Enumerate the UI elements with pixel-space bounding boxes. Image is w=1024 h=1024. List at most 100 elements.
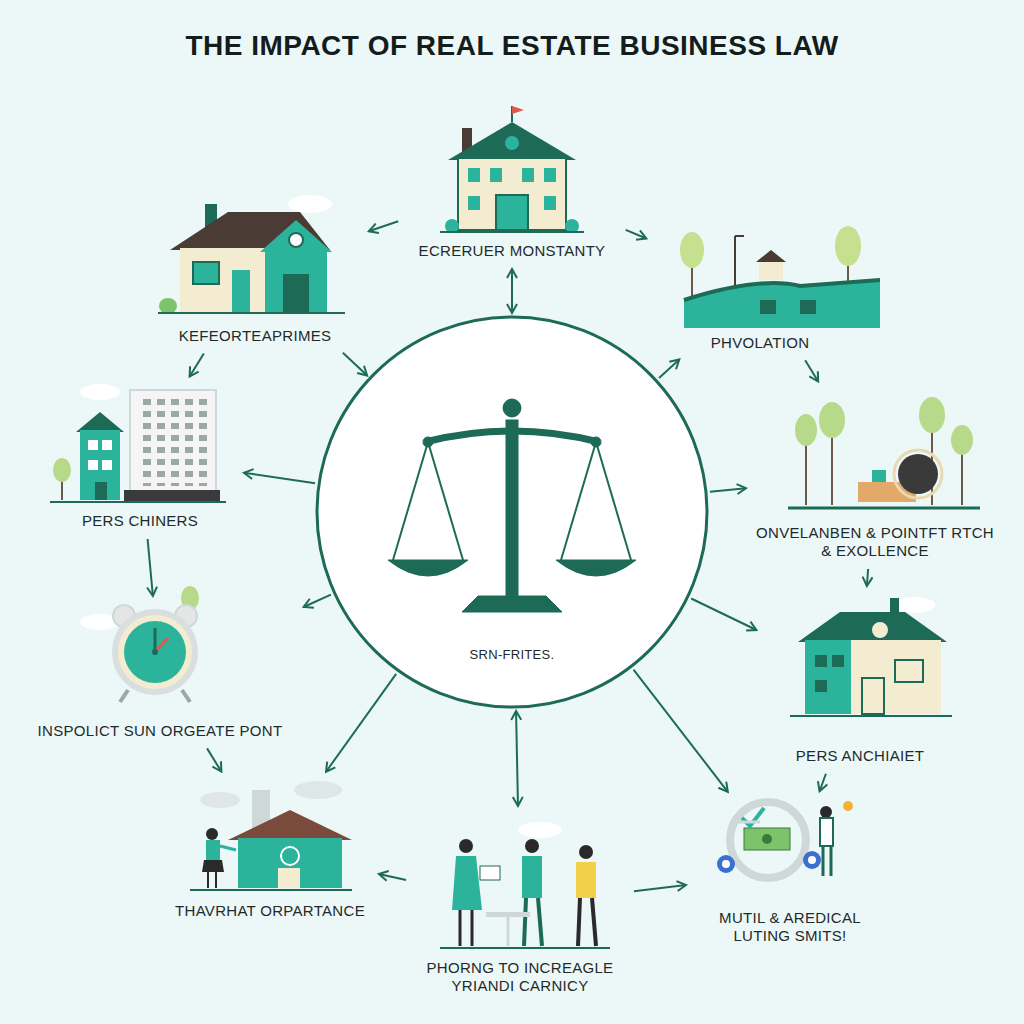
finance-icon-part: [722, 860, 730, 868]
flow-arrow: [207, 748, 221, 771]
city-buildings-part: [124, 490, 220, 502]
flow-arrow: [343, 353, 367, 376]
city-buildings-part: [50, 501, 226, 503]
flow-arrow: [805, 360, 818, 381]
inspection-house-part: [281, 847, 299, 865]
center-circle-node: SRN-FRITES.: [317, 317, 707, 707]
town-house-part: [798, 612, 947, 642]
node-label: MUTIL & AREDICAL LUTING SMITS!: [696, 909, 884, 947]
people-meeting-part: [576, 862, 596, 898]
city-buildings-part: [102, 460, 112, 470]
flow-arrow: [820, 774, 826, 791]
park-landscape-part: [800, 300, 816, 314]
topic-node: KEFEORTEAPRIMES: [145, 190, 365, 350]
park-landscape-part: [684, 280, 880, 328]
people-meeting-part: [459, 839, 473, 853]
city-buildings-part: [80, 430, 120, 500]
garden-desk-part: [919, 397, 945, 433]
flow-arrow: [659, 359, 679, 377]
node-label: ECRERUER MONSTANTY: [408, 242, 616, 261]
flow-arrow: [369, 221, 398, 231]
topic-node: PERS ANCHIAIET: [760, 590, 960, 770]
scales-icon-part: [393, 442, 428, 560]
family-house-part: [193, 262, 219, 284]
flow-arrow: [691, 599, 756, 630]
garden-desk-part: [894, 450, 942, 498]
city-buildings-part: [138, 398, 208, 486]
finance-icon-part: [820, 818, 833, 846]
node-label: PERS CHINERS: [46, 512, 234, 531]
school-house: [440, 106, 584, 233]
node-label: PHVOLATION: [656, 334, 864, 353]
family-house-part: [283, 274, 309, 312]
people-meeting-part: [592, 898, 596, 946]
town-house-part: [815, 655, 827, 667]
town-house-part: [895, 660, 923, 682]
school-house-part: [544, 196, 556, 210]
inspection-house-part: [278, 868, 300, 888]
school-house-part: [445, 219, 459, 233]
school-house-part: [468, 168, 480, 182]
finance-icon-part: [762, 834, 772, 844]
city-buildings-part: [95, 482, 107, 500]
town-house-part: [805, 640, 941, 714]
family-house-part: [158, 312, 345, 314]
city-buildings-part: [88, 440, 98, 450]
topic-node: INSPOLICT SUN ORGEATE PONT: [20, 600, 300, 745]
school-house-part: [496, 195, 528, 230]
town-house-part: [862, 678, 884, 714]
finance-icon-part: [717, 855, 735, 873]
school-house-part: [440, 231, 584, 233]
inspection-house-part: [294, 781, 342, 799]
family-house-part: [260, 220, 332, 252]
node-label: THAVRHAT ORPARTANCE: [171, 902, 369, 921]
school-house-part: [544, 168, 556, 182]
scales-icon-part: [506, 420, 518, 600]
people-meeting-part: [518, 822, 562, 838]
finance-icon-part: [830, 846, 833, 876]
inspection-house-part: [207, 872, 209, 888]
town-house-part: [832, 655, 844, 667]
finance-icon-part: [820, 806, 832, 818]
family-house-part: [232, 270, 250, 312]
topic-node: THAVRHAT ORPARTANCE: [165, 775, 375, 925]
scales-icon: [388, 399, 636, 612]
family-house-part: [288, 195, 332, 213]
finance-icon-part: [822, 846, 825, 876]
topic-node: PHORNG TO INCREAGLE YRIANDI CARNICY: [410, 810, 630, 1000]
school-house-part: [505, 136, 519, 150]
diagram-title: THE IMPACT OF REAL ESTATE BUSINESS LAW: [0, 30, 1024, 62]
alarm-clock-part: [124, 621, 186, 683]
people-meeting-part: [471, 910, 474, 946]
inspection-house-part: [220, 846, 236, 850]
scales-icon-part: [561, 442, 596, 560]
city-buildings-part: [130, 390, 216, 494]
park-landscape-part: [759, 262, 783, 280]
park-landscape-part: [835, 226, 861, 266]
inspection-house-part: [238, 838, 342, 888]
people-meeting: [440, 822, 610, 948]
school-house-part: [522, 168, 534, 182]
town-house-part: [805, 640, 851, 714]
school-house-part: [448, 122, 576, 160]
city-buildings-part: [102, 440, 112, 450]
finance-icon-part: [730, 802, 806, 878]
flow-arrow: [326, 674, 396, 772]
family-house: [158, 195, 345, 314]
flow-arrow: [190, 353, 204, 376]
garden-desk-part: [831, 432, 833, 505]
town-house-part: [895, 597, 935, 613]
people-meeting-part: [522, 856, 542, 898]
city-buildings-part: [53, 458, 71, 482]
garden-desk-part: [795, 414, 817, 446]
garden-desk-part: [819, 402, 845, 438]
alarm-clock: [80, 586, 199, 702]
inspection-house-part: [200, 792, 240, 808]
city-buildings: [50, 384, 226, 502]
topic-node: PERS CHINERS: [40, 380, 240, 535]
finance-icon-part: [803, 851, 821, 869]
scales-icon-part: [425, 431, 599, 442]
town-house-part: [815, 680, 827, 692]
